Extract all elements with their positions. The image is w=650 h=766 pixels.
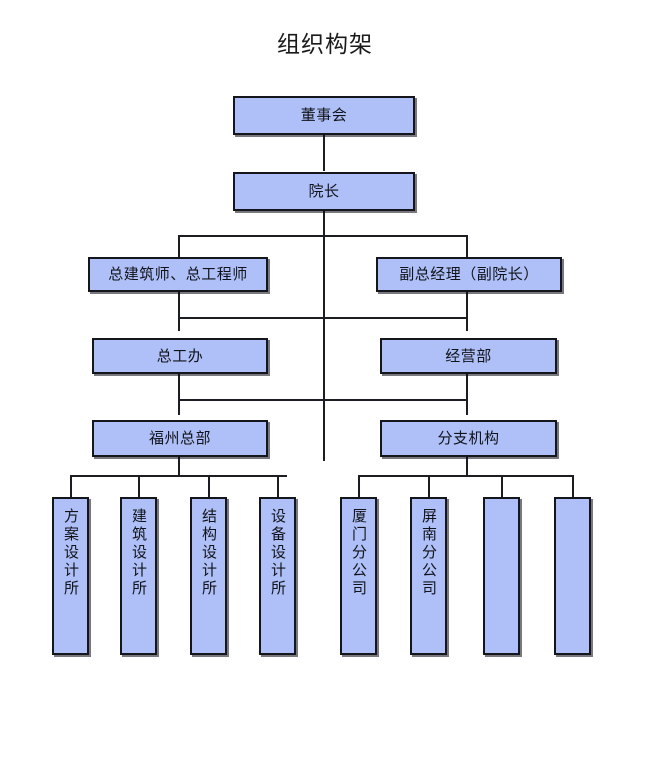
- node-board-label: 董事会: [300, 106, 348, 124]
- connector-fuzhou-hq-stem: [178, 457, 180, 475]
- connector-branch-drop-3: [501, 475, 503, 497]
- connector-bar-level4: [178, 317, 468, 319]
- connector-down-business-dept: [466, 317, 468, 331]
- node-business-dept[interactable]: 经营部: [380, 338, 557, 374]
- node-chief-engineer-label: 总建筑师、总工程师: [108, 265, 248, 283]
- node-hq-unit-1-label: 方案设计所: [62, 508, 80, 598]
- page-title: 组织构架: [277, 32, 373, 58]
- node-hq-unit-2-label: 建筑设计所: [130, 508, 148, 598]
- connector-hq-drop-3: [208, 475, 210, 497]
- connector-hq-drop-2: [138, 475, 140, 497]
- node-chief-eng-office-label: 总工办: [156, 346, 204, 365]
- connector-branches-stem: [466, 457, 468, 475]
- connector-down-chief-eng-office: [178, 317, 180, 331]
- connector-branch-drop-4: [572, 475, 574, 497]
- node-business-dept-label: 经营部: [445, 346, 492, 365]
- node-branch-unit-1-label: 厦门分公司: [350, 508, 368, 598]
- connector-branch-drop-2: [428, 475, 430, 497]
- connector-hq-drop-1: [70, 475, 72, 497]
- connector-president-spine: [323, 211, 325, 461]
- connector-bar-level3: [178, 235, 468, 237]
- connector-chief-eng-office-down: [178, 373, 180, 399]
- node-deputy-gm[interactable]: 副总经理（副院长）: [376, 257, 562, 292]
- connector-branch-fanout-bar: [358, 475, 574, 477]
- connector-chief-engineer-down: [178, 291, 180, 317]
- connector-down-fuzhou-hq: [178, 399, 180, 415]
- node-hq-unit-2[interactable]: 建筑设计所: [120, 497, 157, 655]
- connector-board-to-president: [323, 135, 325, 171]
- node-hq-unit-4[interactable]: 设备设计所: [259, 497, 296, 655]
- node-hq-unit-3-label: 结构设计所: [200, 508, 218, 598]
- node-branches-label: 分支机构: [437, 429, 500, 447]
- connector-down-deputy-gm: [466, 235, 468, 257]
- connector-branch-drop-1: [358, 475, 360, 497]
- node-branch-unit-2-label: 屏南分公司: [420, 508, 438, 598]
- node-branch-unit-2[interactable]: 屏南分公司: [410, 497, 447, 655]
- node-branch-unit-3[interactable]: [483, 497, 520, 655]
- node-chief-eng-office[interactable]: 总工办: [92, 338, 268, 374]
- node-branches[interactable]: 分支机构: [380, 420, 557, 457]
- node-hq-unit-3[interactable]: 结构设计所: [190, 497, 227, 655]
- connector-hq-drop-4: [277, 475, 279, 497]
- connector-deputy-gm-down: [466, 291, 468, 317]
- node-president[interactable]: 院长: [233, 172, 415, 211]
- node-chief-engineer[interactable]: 总建筑师、总工程师: [88, 257, 268, 292]
- node-fuzhou-hq-label: 福州总部: [148, 429, 211, 447]
- connector-down-branches: [466, 399, 468, 415]
- node-board[interactable]: 董事会: [233, 96, 415, 135]
- node-hq-unit-4-label: 设备设计所: [269, 508, 287, 598]
- connector-hq-fanout-bar: [70, 475, 287, 477]
- connector-business-dept-down: [466, 373, 468, 399]
- node-hq-unit-1[interactable]: 方案设计所: [52, 497, 89, 655]
- connector-down-chief-engineer: [178, 235, 180, 257]
- node-president-label: 院长: [308, 182, 340, 200]
- node-branch-unit-1[interactable]: 厦门分公司: [340, 497, 377, 655]
- node-deputy-gm-label: 副总经理（副院长）: [399, 265, 539, 283]
- connector-bar-level5: [178, 399, 468, 401]
- node-branch-unit-4[interactable]: [554, 497, 591, 655]
- node-fuzhou-hq[interactable]: 福州总部: [92, 420, 268, 457]
